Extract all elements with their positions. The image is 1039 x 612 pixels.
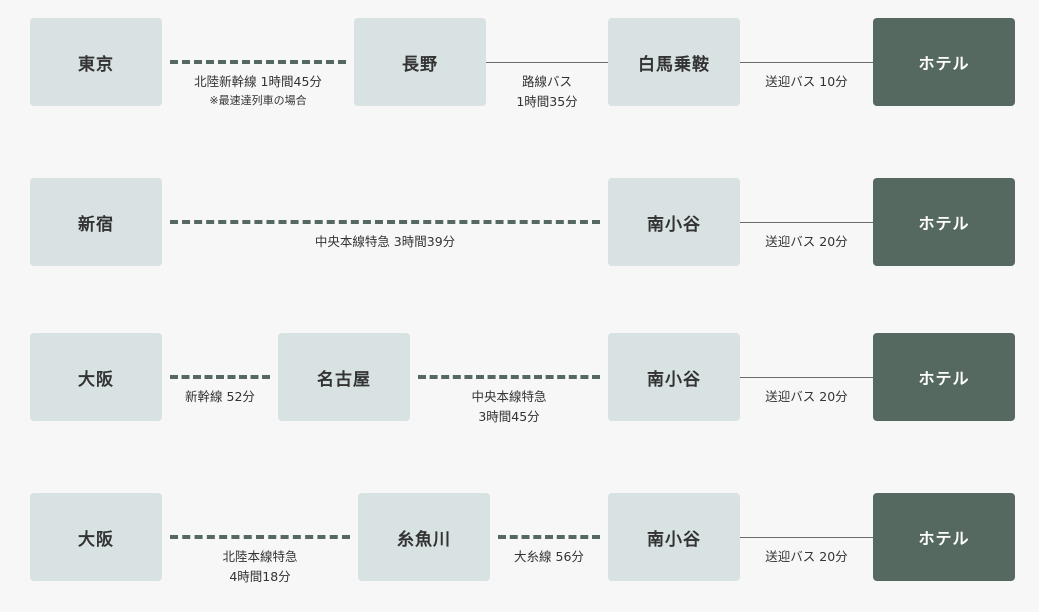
route-segment-label: 北陸本線特急 4時間18分	[222, 547, 297, 587]
route-segment-label: 路線バス 1時間35分	[516, 72, 577, 112]
route-segment-label: 中央本線特急 3時間45分	[471, 387, 546, 427]
station-box: 白馬乗鞍	[608, 18, 740, 106]
station-box: 新宿	[30, 178, 162, 266]
route-segment-label: 送迎バス 20分	[765, 232, 847, 252]
route-segment-text: 中央本線特急 3時間39分	[314, 234, 456, 249]
station-box: 南小谷	[608, 178, 740, 266]
station-box: 名古屋	[278, 333, 410, 421]
route-segment-text: 大糸線 56分	[514, 549, 584, 564]
route-segment-text: 路線バス	[521, 74, 573, 89]
route-connector	[170, 535, 350, 539]
station-box: 大阪	[30, 333, 162, 421]
route-segment-label: 新幹線 52分	[185, 387, 255, 407]
route-segment-label: 北陸新幹線 1時間45分 ※最速達列車の場合	[194, 72, 322, 110]
route-connector	[498, 535, 600, 539]
route-segment-text: 1時間35分	[516, 94, 578, 109]
hotel-box: ホテル	[873, 18, 1015, 106]
route-connector	[170, 220, 600, 224]
route-connector	[740, 537, 873, 538]
route-connector	[740, 62, 873, 63]
route-segment-label: 中央本線特急 3時間39分	[315, 232, 455, 252]
station-box: 南小谷	[608, 493, 740, 581]
station-box: 大阪	[30, 493, 162, 581]
route-segment-text: 送迎バス 20分	[765, 549, 848, 564]
hotel-box: ホテル	[873, 333, 1015, 421]
hotel-box: ホテル	[873, 493, 1015, 581]
route-segment-label: 大糸線 56分	[514, 547, 584, 567]
hotel-box: ホテル	[873, 178, 1015, 266]
route-connector	[740, 377, 873, 378]
route-connector	[170, 375, 270, 379]
route-connector	[740, 222, 873, 223]
route-segment-text: 中央本線特急	[471, 389, 547, 404]
route-segment-label: 送迎バス 20分	[765, 547, 847, 567]
route-segment-text: 送迎バス 10分	[765, 74, 848, 89]
route-segment-label: 送迎バス 20分	[765, 387, 847, 407]
route-segment-text: 北陸本線特急	[222, 549, 298, 564]
station-box: 東京	[30, 18, 162, 106]
route-segment-text: 送迎バス 20分	[765, 389, 848, 404]
route-segment-label: 送迎バス 10分	[765, 72, 847, 92]
station-box: 長野	[354, 18, 486, 106]
route-segment-text: 北陸新幹線 1時間45分	[194, 74, 322, 89]
route-segment-note: ※最速達列車の場合	[209, 94, 307, 107]
route-connector	[486, 62, 608, 63]
route-connector	[418, 375, 600, 379]
route-segment-text: 送迎バス 20分	[765, 234, 848, 249]
route-segment-text: 3時間45分	[478, 409, 540, 424]
route-segment-text: 4時間18分	[229, 569, 291, 584]
station-box: 糸魚川	[358, 493, 490, 581]
station-box: 南小谷	[608, 333, 740, 421]
route-connector	[170, 60, 346, 64]
route-segment-text: 新幹線 52分	[185, 389, 255, 404]
